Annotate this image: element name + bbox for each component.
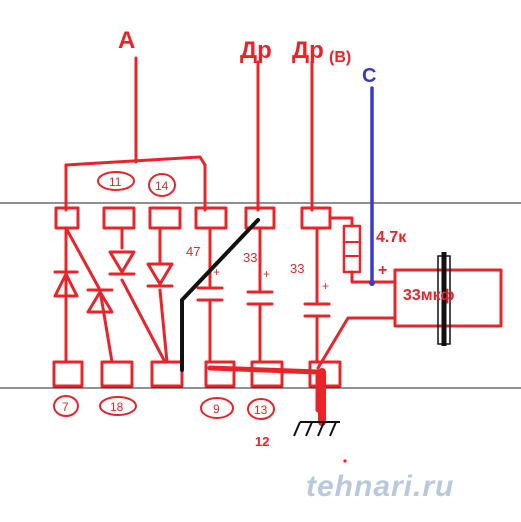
pad-top-2 xyxy=(102,206,136,230)
pad-top-4 xyxy=(194,206,228,230)
label-dr2: Др xyxy=(292,37,324,64)
pin-oval-top-2 xyxy=(148,173,176,197)
pad-top-3 xyxy=(148,206,182,230)
wire-a-bus xyxy=(64,155,207,167)
ground-symbol xyxy=(293,421,340,437)
pin-oval-bottom-4 xyxy=(247,398,275,420)
label-dr1: Др xyxy=(240,37,272,64)
junction-dot xyxy=(369,280,375,286)
label-plus-33a: + xyxy=(263,267,270,281)
diode4-body xyxy=(146,262,174,288)
pin-number-top-2: 14 xyxy=(155,179,169,193)
label-cap33a: 33 xyxy=(243,250,257,265)
label-resistor: 4.7к xyxy=(376,229,407,246)
label-plus-47: + xyxy=(213,265,220,279)
pin-number-bottom-4: 13 xyxy=(254,403,268,417)
diode3-body xyxy=(108,250,136,276)
label-plus-33b: + xyxy=(322,279,329,293)
label-plus-main: + xyxy=(378,262,387,279)
label-cap33b: 33 xyxy=(290,261,304,276)
cap-main-film-outline xyxy=(437,255,451,345)
pad-bottom-3 xyxy=(150,360,184,388)
pin-number-bottom-3: 9 xyxy=(213,402,220,416)
wire-black xyxy=(180,218,260,372)
pin-number-top-1: 11 xyxy=(109,175,122,189)
resistor-body xyxy=(342,224,362,274)
pad-top-5 xyxy=(244,206,276,230)
label-ground: 12 xyxy=(255,434,269,449)
wire-diode3 xyxy=(120,226,167,364)
resistor-marks xyxy=(345,241,359,257)
label-a: А xyxy=(118,27,135,54)
pad-bottom-1 xyxy=(52,360,84,388)
cap47-plates xyxy=(196,286,224,302)
cap33a-plates xyxy=(246,290,274,306)
wire-resistor xyxy=(328,216,397,284)
watermark: tehnari.ru xyxy=(306,470,454,503)
wire-diode4 xyxy=(158,226,169,364)
pad-bottom-5 xyxy=(250,360,284,388)
label-cap-main: 33мкф xyxy=(403,287,454,304)
pin-number-bottom-2: 18 xyxy=(110,400,124,414)
cap-main-body xyxy=(393,268,503,328)
pin-number-bottom-1: 7 xyxy=(62,400,69,414)
pin-oval-top-1 xyxy=(97,171,135,191)
pin-oval-bottom-2 xyxy=(99,396,137,416)
pin-oval-bottom-3 xyxy=(200,397,234,419)
label-c: С xyxy=(362,65,376,87)
pad-bottom-4 xyxy=(204,360,236,388)
diode1-body xyxy=(53,270,79,298)
diode2-body xyxy=(86,288,114,314)
wire-cap-main xyxy=(316,316,397,370)
cap33b-plates xyxy=(303,302,331,318)
stray-dot xyxy=(343,459,347,463)
label-cap47: 47 xyxy=(186,244,200,259)
label-b: (В) xyxy=(329,49,351,66)
pad-top-6 xyxy=(300,206,332,230)
pin-oval-bottom-1 xyxy=(53,395,79,417)
pad-bottom-2 xyxy=(100,360,134,388)
